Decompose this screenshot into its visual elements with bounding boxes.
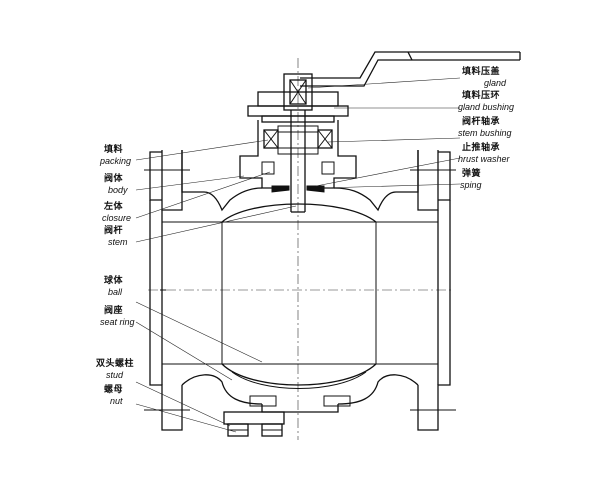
label-seat-ring-zh: 阀座 [104,306,124,316]
label-body-zh: 阀体 [104,174,124,184]
label-spring-en: sping [460,180,482,190]
label-spring-zh: 弹簧 [462,169,482,179]
label-stud-zh: 双头螺柱 [96,359,135,369]
flange-bolts [144,169,456,411]
label-gland-zh: 填料压盖 [462,67,501,77]
leader-lines [135,77,461,433]
label-closure-zh: 左体 [104,202,124,212]
label-nut-en: nut [110,396,123,406]
label-gland-en: gland [484,78,507,88]
stem-bushings [263,125,333,155]
label-stem-bushing-zh: 阀杆轴承 [462,117,501,127]
label-ball-en: ball [108,287,123,297]
label-body-en: body [108,185,128,195]
ball [221,203,377,389]
label-thrust-washer-zh: 止推轴承 [462,143,501,153]
label-stem-en: stem [108,237,128,247]
label-stem-zh: 阀杆 [104,226,124,236]
label-closure-en: closure [102,213,132,223]
bottom-studs-nuts [223,411,285,437]
label-nut-zh: 螺母 [104,385,124,395]
thrust-washer [271,185,325,193]
valve-body [149,150,451,431]
label-seat-ring-en: seat ring [100,317,135,327]
label-gland-bushing-en: gland bushing [458,102,515,112]
stem [290,110,306,213]
label-packing-en: packing [100,156,132,166]
center-lines [148,58,452,440]
label-packing-zh: 填料 [104,145,124,155]
lever-handle [300,51,521,87]
label-stud-en: stud [106,370,124,380]
label-thrust-washer-en: hrust washer [458,154,510,164]
label-stem-bushing-en: stem bushing [458,128,512,138]
label-ball-zh: 球体 [104,276,124,286]
label-gland-bushing-zh: 填料压环 [462,91,501,101]
gland-flange [247,91,349,123]
